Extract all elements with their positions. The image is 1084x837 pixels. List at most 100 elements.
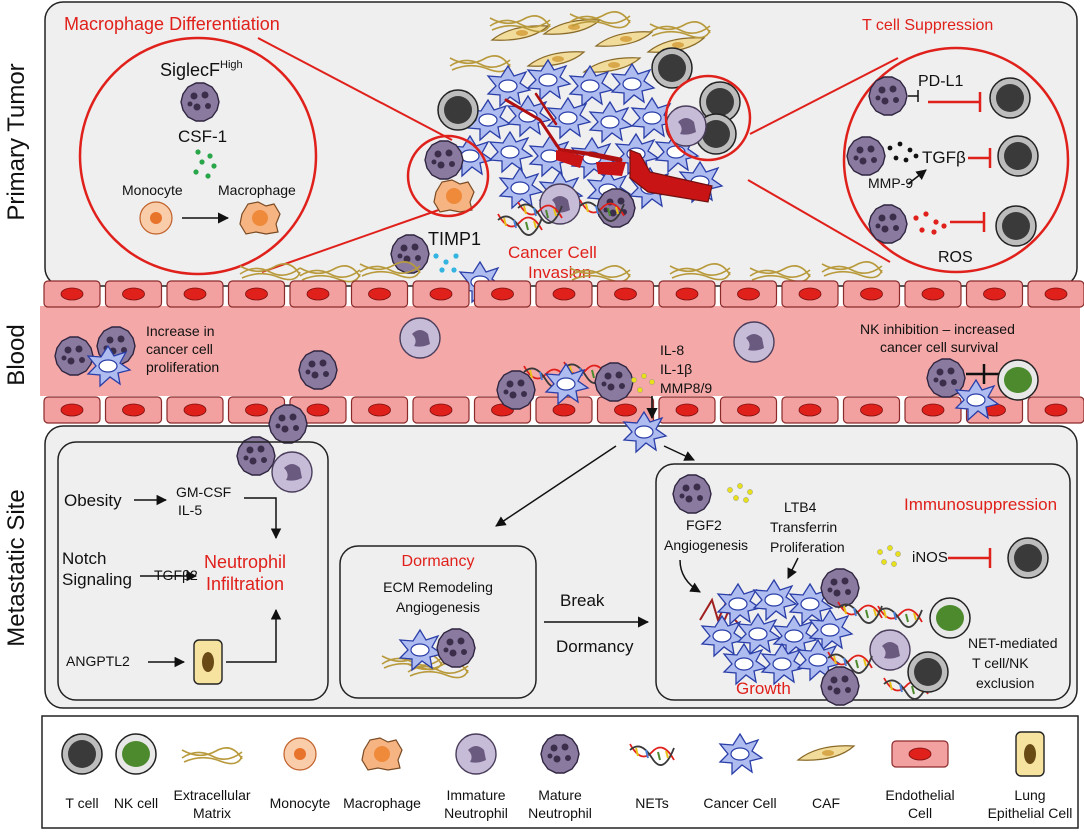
growth-tcell-1: [1007, 537, 1049, 579]
gmcsf-label: GM-CSF: [176, 484, 231, 500]
legend-label: Endothelial: [885, 787, 954, 803]
growth-neutrophil-1: [672, 474, 712, 514]
endothelial-cell: [781, 280, 839, 308]
inos-inhibit: [948, 548, 992, 568]
endothelial-cell: [1027, 396, 1084, 424]
macrophage-zoom-circle: SiglecFHigh CSF-1 Monocyte Macrophage: [78, 36, 453, 276]
notch-label-line1: Notch: [62, 549, 106, 568]
section-label-primary-tumor: Primary Tumor: [3, 63, 30, 220]
endothelial-cell: [350, 396, 409, 424]
endothelial-cell: [904, 396, 962, 424]
vessel-piece-b: [596, 162, 626, 176]
pdl1-label: PD-L1: [918, 73, 963, 90]
endothelial-cell: [596, 280, 655, 308]
endothelial-cell: [719, 396, 778, 424]
proliferation-label: Proliferation: [770, 539, 845, 555]
dormancy-title: Dormancy: [402, 553, 475, 570]
mmp89-label: MMP8/9: [660, 380, 712, 396]
legend-label: Mature: [538, 787, 582, 803]
endothelial-cell: [842, 280, 901, 308]
legend-label: T cell: [65, 795, 98, 811]
endothelial-cell: [842, 396, 901, 424]
blood-neutrophil-3: [298, 350, 338, 390]
legend-label: Extracellular: [173, 787, 250, 803]
endothelial-cell: [719, 280, 778, 308]
monocyte-icon: [283, 737, 317, 771]
endothelial-cell-icon: [891, 740, 949, 768]
dormancy-angiogenesis-label: Angiogenesis: [396, 599, 480, 615]
endothelial-cell: [43, 396, 101, 424]
net-exclusion-line2: T cell/NK: [972, 655, 1029, 671]
ltb4-label: LTB4: [784, 499, 817, 515]
transferrin-label: Transferrin: [770, 519, 837, 535]
legend-item-macrophage: Macrophage: [343, 737, 421, 811]
section-label-metastatic-site: Metastatic Site: [3, 489, 30, 646]
dormancy-neutrophil: [436, 628, 476, 668]
nk-inhibition-line2: cancer cell survival: [880, 339, 998, 355]
blood-prolif-line1: Increase in: [146, 323, 214, 339]
net-exclusion-line3: exclusion: [976, 675, 1034, 691]
ecm-remodeling-label: ECM Remodeling: [383, 579, 493, 595]
vessel-piece-a: [556, 150, 584, 168]
angptl2-label: ANGPTL2: [66, 653, 130, 669]
endothelial-cell: [904, 280, 962, 308]
timp1-label: TIMP1: [428, 229, 481, 249]
mmp9-arrow: [907, 169, 927, 185]
endothelial-cell: [166, 280, 224, 308]
growth-label: Growth: [736, 679, 791, 698]
endothelial-cell: [781, 396, 839, 424]
section-label-blood: Blood: [3, 324, 30, 385]
mature-neutrophil-icon: [540, 734, 580, 774]
csf1-label: CSF-1: [178, 127, 227, 146]
nk-inhibit-symbol: [966, 364, 1000, 384]
migrating-neutrophil-1: [268, 404, 308, 444]
legend-label: Epithelial Cell: [988, 805, 1073, 821]
tumor-zoom-right: [664, 74, 752, 162]
infiltration-label-line1: Neutrophil: [204, 552, 286, 572]
blood-nk-cell: [997, 359, 1039, 401]
tgfb-inhibit: [968, 148, 992, 168]
ros-inhibit: [950, 212, 986, 232]
angiogenesis-arrow: [679, 559, 701, 593]
endothelial-cell: [535, 280, 593, 308]
endothelial-cell: [350, 280, 409, 308]
endothelial-cell: [104, 280, 163, 308]
siglecf-high-neutrophil: [180, 82, 220, 122]
legend-label: Neutrophil: [444, 805, 508, 821]
gmcsf-to-infiltration-arrow: [244, 497, 282, 540]
infiltration-box: [57, 441, 329, 701]
endothelial-cell: [658, 396, 716, 424]
monocyte-label: Monocyte: [122, 182, 183, 198]
siglecf-label: SiglecFHigh: [160, 59, 243, 80]
to-dormancy-arrow: [495, 445, 617, 527]
lung-to-infiltration-arrow: [226, 608, 282, 663]
break-label-line1: Break: [560, 591, 605, 610]
legend-label: Cancer Cell: [703, 795, 776, 811]
endothelial-cell: [535, 396, 593, 424]
neutrophil-pdl1: [868, 76, 908, 116]
endothelial-cell: [658, 280, 716, 308]
pdl1-inhibit: [928, 92, 982, 112]
to-growth-arrow: [663, 445, 695, 461]
proliferation-arrow: [787, 557, 799, 579]
tgfb2-label: TGFβ2: [154, 567, 198, 583]
pdl1-receptor: [908, 90, 919, 102]
blood-prolif-line2: cancer cell: [146, 341, 213, 357]
il5-label: IL-5: [178, 502, 202, 518]
fgf2-label: FGF2: [686, 517, 722, 533]
il8-label: IL-8: [660, 342, 684, 358]
legend-label: Matrix: [193, 805, 231, 821]
blood-immature-neutrophil-2: [733, 321, 775, 363]
timp1-neutrophil: [390, 234, 430, 274]
blood-neutrophil-5: [594, 362, 634, 402]
tcell-suppression-title: T cell Suppression: [862, 17, 993, 34]
csf1-dots: [193, 149, 217, 179]
legend-label: CAF: [812, 795, 840, 811]
notch-label-line2: Signaling: [62, 570, 132, 589]
metastatic-tumor: [699, 568, 971, 706]
macrophage-differentiation-title: Macrophage Differentiation: [64, 14, 280, 34]
invasion-label-line1: Cancer Cell: [508, 243, 597, 262]
